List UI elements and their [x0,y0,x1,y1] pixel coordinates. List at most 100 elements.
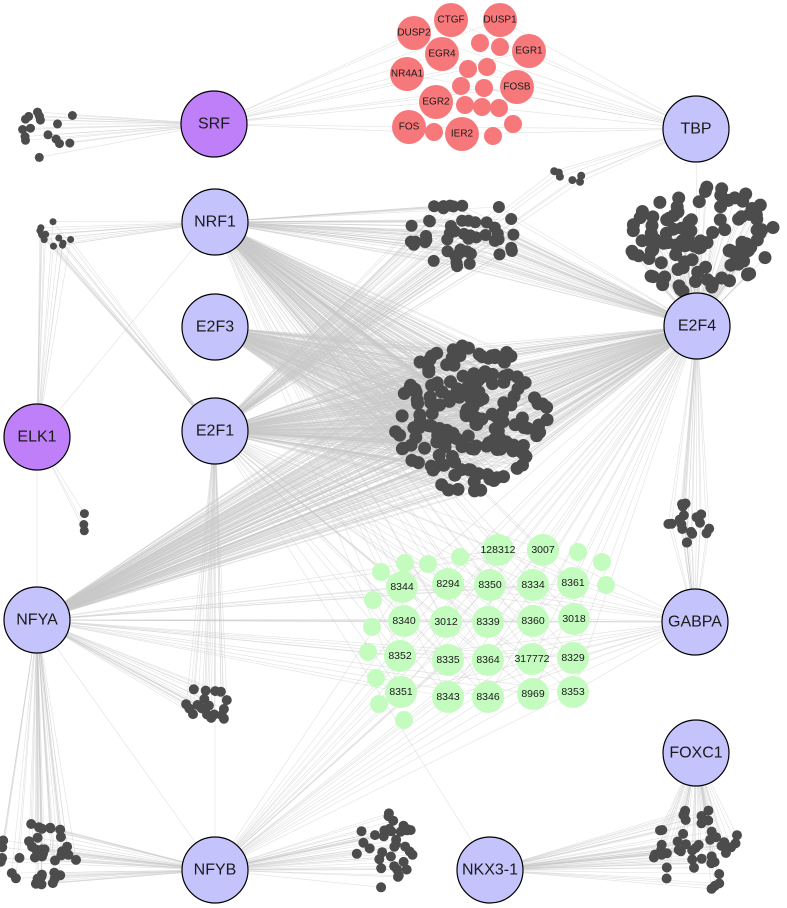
target-node[interactable] [706,226,720,239]
target-node[interactable] [479,229,492,241]
target-node[interactable] [713,213,727,227]
target-node[interactable] [626,224,640,238]
target-node[interactable] [65,138,75,148]
target-node[interactable] [462,214,475,227]
target-node[interactable] [472,347,486,361]
target-node[interactable] [430,346,444,360]
target-node[interactable] [655,825,665,836]
target-node[interactable] [721,193,735,207]
target-node[interactable] [425,407,439,420]
target-node[interactable] [418,441,432,455]
target-node[interactable] [395,442,409,456]
target-node[interactable] [700,236,714,250]
target-node[interactable] [677,499,687,510]
target-node[interactable] [661,862,672,873]
target-node[interactable] [663,519,674,529]
target-node[interactable] [507,228,520,241]
target-node[interactable] [486,367,500,381]
gene-node-egr2[interactable]: EGR2 [419,85,453,119]
target-node[interactable] [732,212,746,226]
target-node[interactable] [568,176,577,185]
target-node[interactable] [706,826,717,837]
target-node[interactable] [377,847,388,858]
gene-node-128312[interactable]: 128312 [480,534,516,566]
target-node[interactable] [188,684,199,695]
target-node[interactable] [33,107,42,117]
target-node[interactable] [26,123,35,133]
gene-node-3012[interactable]: 3012 [430,606,462,638]
target-node[interactable] [505,241,518,254]
target-node[interactable] [405,453,419,467]
target-node[interactable] [67,111,77,120]
target-node[interactable] [719,837,730,848]
target-node[interactable] [469,439,483,453]
target-node[interactable] [654,256,668,270]
target-node[interactable] [420,230,432,242]
target-node[interactable] [492,201,505,213]
target-node[interactable] [675,846,686,857]
target-node[interactable] [467,367,481,381]
target-node[interactable] [435,478,449,492]
gene-node-8335[interactable]: 8335 [432,644,464,676]
target-node[interactable] [445,450,459,463]
target-node[interactable] [505,213,518,225]
target-node[interactable] [398,820,409,831]
target-node[interactable] [453,349,467,363]
target-node[interactable] [650,849,660,860]
target-node[interactable] [37,851,47,862]
tf-hub-e2f3[interactable]: E2F3 [181,293,249,361]
target-node[interactable] [701,273,714,287]
target-node[interactable] [215,686,226,697]
target-node[interactable] [646,210,660,224]
gene-node-fosb[interactable]: FOSB [500,70,534,104]
tf-hub-e2f4[interactable]: E2F4 [663,292,731,360]
tf-hub-foxc1[interactable]: FOXC1 [662,719,730,787]
gene-node-unlabeled-green[interactable] [359,543,615,729]
target-node[interactable] [433,398,446,412]
target-node[interactable] [427,254,440,267]
target-node[interactable] [701,528,712,539]
target-node[interactable] [480,439,494,453]
target-node[interactable] [672,279,686,293]
gene-node-8344[interactable]: 8344 [386,571,418,603]
target-node[interactable] [678,828,689,839]
target-node[interactable] [504,349,518,363]
target-node[interactable] [675,221,689,235]
target-node[interactable] [50,242,57,250]
target-node[interactable] [0,842,8,853]
target-node[interactable] [490,471,504,485]
target-node[interactable] [456,199,469,212]
target-node[interactable] [696,509,707,520]
target-node[interactable] [519,450,533,464]
gene-node-3007[interactable]: 3007 [527,534,559,566]
target-node[interactable] [493,248,506,261]
target-node[interactable] [455,339,469,353]
target-node[interactable] [14,852,25,863]
target-node[interactable] [42,230,50,238]
gene-node-ier2[interactable]: IER2 [445,117,479,151]
gene-node-unlabeled[interactable] [425,34,522,145]
target-node[interactable] [692,195,706,209]
target-node[interactable] [448,468,462,482]
target-node[interactable] [457,227,470,240]
target-node[interactable] [356,826,367,837]
target-node[interactable] [706,883,717,894]
target-node[interactable] [389,425,403,439]
target-node[interactable] [672,836,683,847]
gene-node-dusp1[interactable]: DUSP1 [483,3,517,37]
gene-node-8350[interactable]: 8350 [474,569,506,601]
tf-hub-srf[interactable]: SRF [180,90,248,158]
target-node[interactable] [431,434,444,448]
target-node[interactable] [376,882,387,893]
target-node[interactable] [392,864,403,875]
target-node[interactable] [49,218,57,226]
target-node[interactable] [737,254,751,268]
gene-node-8361[interactable]: 8361 [557,567,589,599]
target-node[interactable] [400,841,411,852]
target-node[interactable] [408,382,422,396]
target-node[interactable] [55,234,63,242]
target-node[interactable] [67,236,75,243]
target-node[interactable] [466,400,480,414]
target-node[interactable] [393,871,403,882]
target-node[interactable] [21,114,30,124]
